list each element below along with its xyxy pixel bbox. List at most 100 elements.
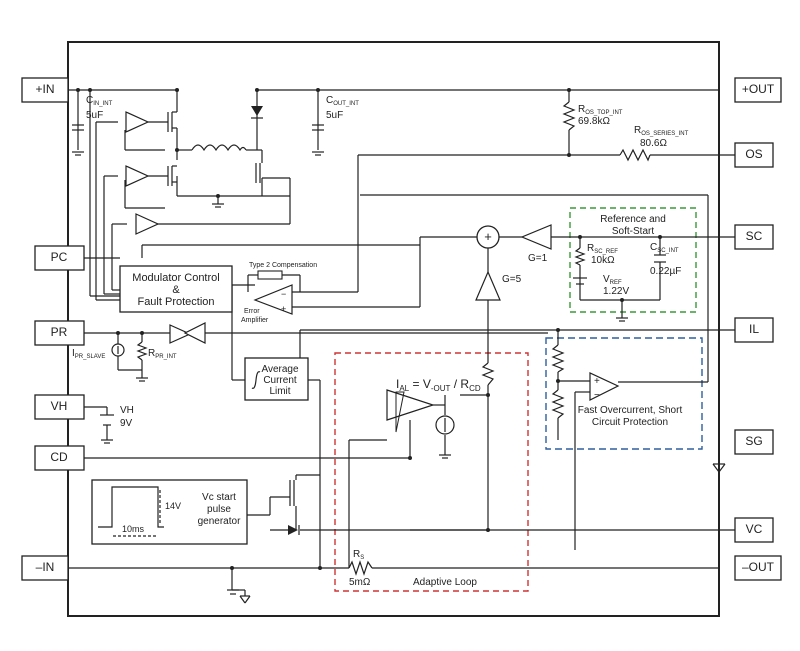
comparator-minus: − <box>594 390 600 401</box>
pin-label: CD <box>50 450 68 464</box>
pin-label: –OUT <box>742 560 775 574</box>
pr-buffer-forward-icon <box>169 324 192 344</box>
reference-title-line1: Reference and <box>600 214 666 225</box>
unity-gain-buffer-icon <box>520 224 552 250</box>
reference-title-line2: Soft-Start <box>612 226 654 237</box>
avg-limit-label-line1: Average <box>261 364 299 375</box>
cin-value: 5uF <box>86 110 103 121</box>
rs-label: RS <box>353 549 364 561</box>
gain5-amplifier-icon <box>475 270 501 301</box>
ial-equation: IAL = V-OUT / RCD <box>396 377 481 393</box>
csc-int-value: 0.22µF <box>650 266 681 277</box>
ground-symbol-adaptive <box>439 454 451 459</box>
pin-in-minus: –IN <box>21 555 69 581</box>
pin-pr: PR <box>34 320 85 346</box>
avg-limit-label-line2: Current <box>263 375 297 386</box>
pin-sg: SG <box>734 429 774 455</box>
ground-symbol-chassis <box>227 589 251 604</box>
comparator-plus: + <box>594 376 600 387</box>
pulse-amplitude-label: 14V <box>165 501 181 511</box>
vc-generator-label-line3: generator <box>198 516 241 527</box>
pin-cd: CD <box>34 445 85 471</box>
vc-generator-label-line1: Vc start <box>202 492 236 503</box>
vref-source-symbol <box>573 277 587 285</box>
pin-vc: VC <box>734 517 774 543</box>
error-amp-label-line1: Error <box>244 308 260 315</box>
g5-label: G=5 <box>502 274 522 285</box>
rs-sense-resistor-symbol <box>348 560 373 576</box>
gate-driver-bottom-icon <box>135 213 160 235</box>
summing-plus: + <box>484 229 492 244</box>
pin-out-plus: +OUT <box>734 77 782 103</box>
pin-label: VH <box>51 399 68 413</box>
pin-label: IL <box>749 322 759 336</box>
pin-label: +IN <box>35 82 54 96</box>
vh-battery-symbol <box>100 414 114 444</box>
cin-capacitor-symbol <box>72 124 84 156</box>
pin-out-minus: –OUT <box>734 555 782 581</box>
g1-label: G=1 <box>528 253 548 264</box>
wiring <box>68 89 735 591</box>
ground-symbol-sg <box>712 463 726 473</box>
pulse-waveform-icon <box>98 486 164 528</box>
ground-symbol-power <box>212 203 224 208</box>
modulator-block <box>119 265 233 313</box>
type2-resistor-symbol <box>257 270 283 280</box>
pin-pc: PC <box>34 245 85 271</box>
type2-compensation-label: Type 2 Compensation <box>249 262 317 269</box>
avg-current-limit-block <box>244 357 309 401</box>
ros-top-value: 69.8kΩ <box>578 116 610 127</box>
vc-diode-symbol <box>288 525 298 535</box>
pin-label: PC <box>51 250 68 264</box>
pin-label: –IN <box>36 560 55 574</box>
cout-label: COUT_INT <box>326 95 359 107</box>
block-labels: Modulator Control & Fault Protection Ave… <box>122 214 682 588</box>
fet-symbols <box>167 111 295 506</box>
ground-symbol-ref <box>616 317 628 322</box>
csc-int-capacitor-symbol <box>654 254 666 263</box>
ros-series-value: 80.6Ω <box>640 138 667 149</box>
error-amp-label-line2: Amplifier <box>241 317 269 324</box>
fast-oc-resistor-bottom-symbol <box>551 389 565 419</box>
pin-label: SC <box>746 229 763 243</box>
avg-limit-label-line3: Limit <box>269 386 290 397</box>
gate-driver-mid-icon <box>125 165 150 187</box>
fast-oc-comparator-icon <box>589 372 620 401</box>
vh-source-label: VH <box>120 405 134 416</box>
junction-dots <box>76 88 662 570</box>
ros-top-resistor-symbol <box>562 101 576 131</box>
vc-generator-label-line2: pulse <box>207 504 231 515</box>
rsc-ref-label: RSC_REF <box>587 243 618 255</box>
pin-in-plus: +IN <box>21 77 69 103</box>
ros-series-label: ROS_SERIES_INT <box>634 125 689 137</box>
pin-vh: VH <box>34 394 85 420</box>
vref-label: VREF <box>603 274 622 286</box>
component-labels: CIN_INT 5uF COUT_INT 5uF ROS_TOP_INT 69.… <box>72 95 689 588</box>
vh-source-value: 9V <box>120 418 133 429</box>
modulator-label-line3: Fault Protection <box>137 296 214 308</box>
adaptive-resistor-symbol <box>481 362 495 386</box>
cin-label: CIN_INT <box>86 95 113 107</box>
cout-value: 5uF <box>326 110 343 121</box>
modulator-label-line1: Modulator Control <box>132 272 219 284</box>
reference-softstart-region <box>569 207 697 313</box>
fast-oc-title-line1: Fast Overcurrent, Short <box>578 405 683 416</box>
ros-series-resistor-symbol <box>619 148 651 162</box>
pin-label: VC <box>746 522 763 536</box>
ipr-slave-label: IPR_SLAVE <box>72 348 105 360</box>
pin-il: IL <box>734 317 774 343</box>
rpr-int-label: RPR_INT <box>148 348 177 360</box>
error-amp-plus: + <box>281 304 286 314</box>
rsc-ref-resistor-symbol <box>574 247 586 266</box>
vref-value: 1.22V <box>603 286 629 297</box>
rs-value: 5mΩ <box>349 577 371 588</box>
cout-capacitor-symbol <box>312 124 324 156</box>
pin-label: SG <box>745 434 762 448</box>
adaptive-loop-title: Adaptive Loop <box>413 577 477 588</box>
gate-driver-top-icon <box>125 111 150 133</box>
error-amp-minus: − <box>281 289 286 299</box>
pr-buffer-reverse-icon <box>183 322 206 344</box>
inductor-symbol <box>191 144 247 152</box>
